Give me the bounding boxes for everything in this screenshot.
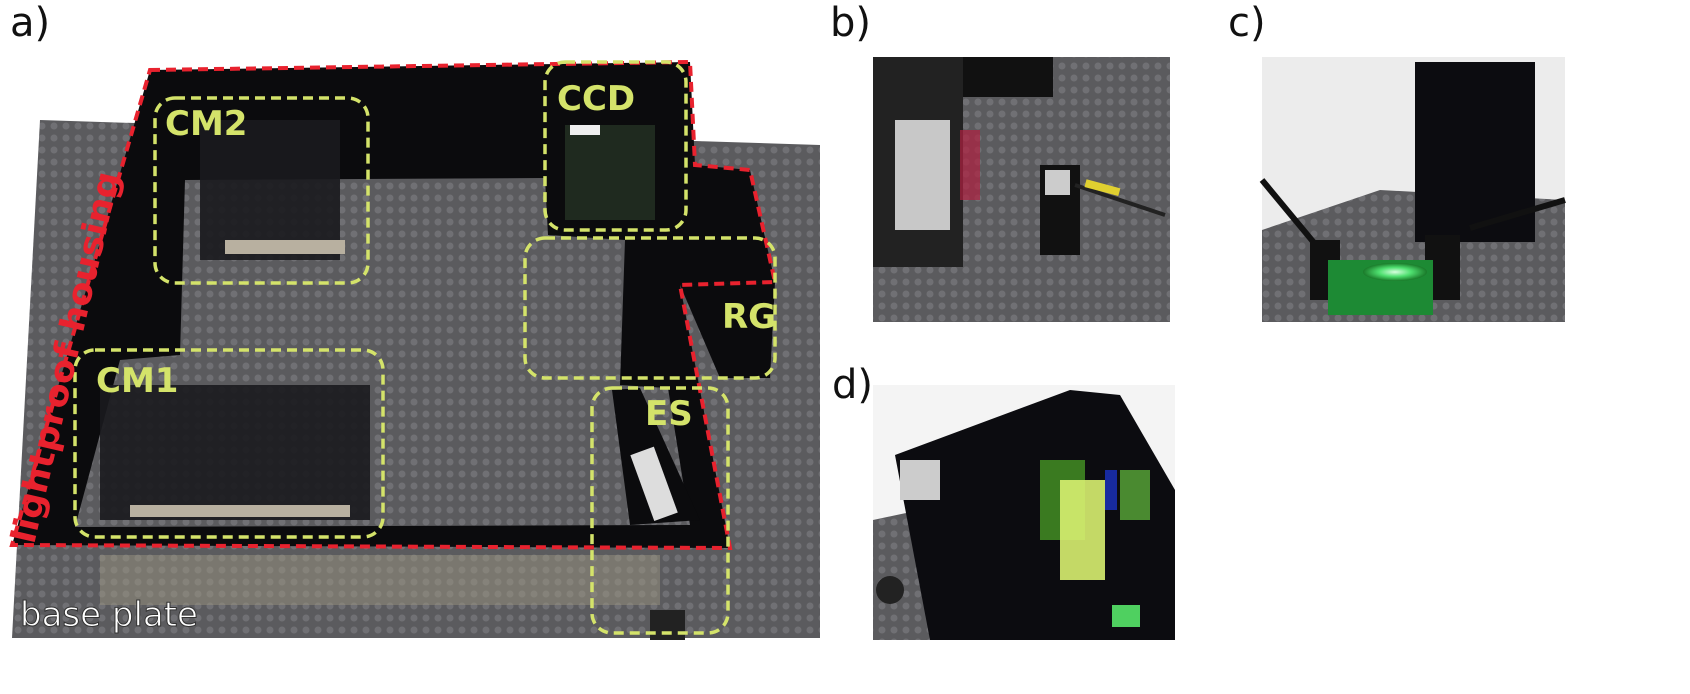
- panel-c-label: c): [1228, 0, 1266, 46]
- cm1-label: CM1: [96, 361, 178, 401]
- panel-d-label: d): [832, 362, 873, 408]
- cm2-label: CM2: [165, 104, 247, 144]
- panel-b-photo: [873, 57, 1170, 322]
- cm1-box: [73, 348, 385, 539]
- panel-a-photo: CM2 CCD RG CM1 ES lightproof housing bas…: [4, 59, 820, 640]
- panel-c-photo: [1259, 57, 1566, 322]
- panel-b-label: b): [830, 0, 871, 46]
- ccd-label: CCD: [557, 79, 635, 119]
- panel-a-label: a): [10, 0, 51, 46]
- base-plate-label: base plate: [20, 595, 198, 635]
- rg-label: RG: [722, 297, 776, 337]
- ccd-box: [543, 60, 688, 232]
- es-box: [590, 386, 730, 635]
- rg-box: [523, 236, 777, 380]
- cm2-box: [153, 96, 370, 285]
- es-label: ES: [645, 394, 693, 434]
- housing-outline: [9, 59, 778, 551]
- panel-d-photo: [873, 385, 1175, 640]
